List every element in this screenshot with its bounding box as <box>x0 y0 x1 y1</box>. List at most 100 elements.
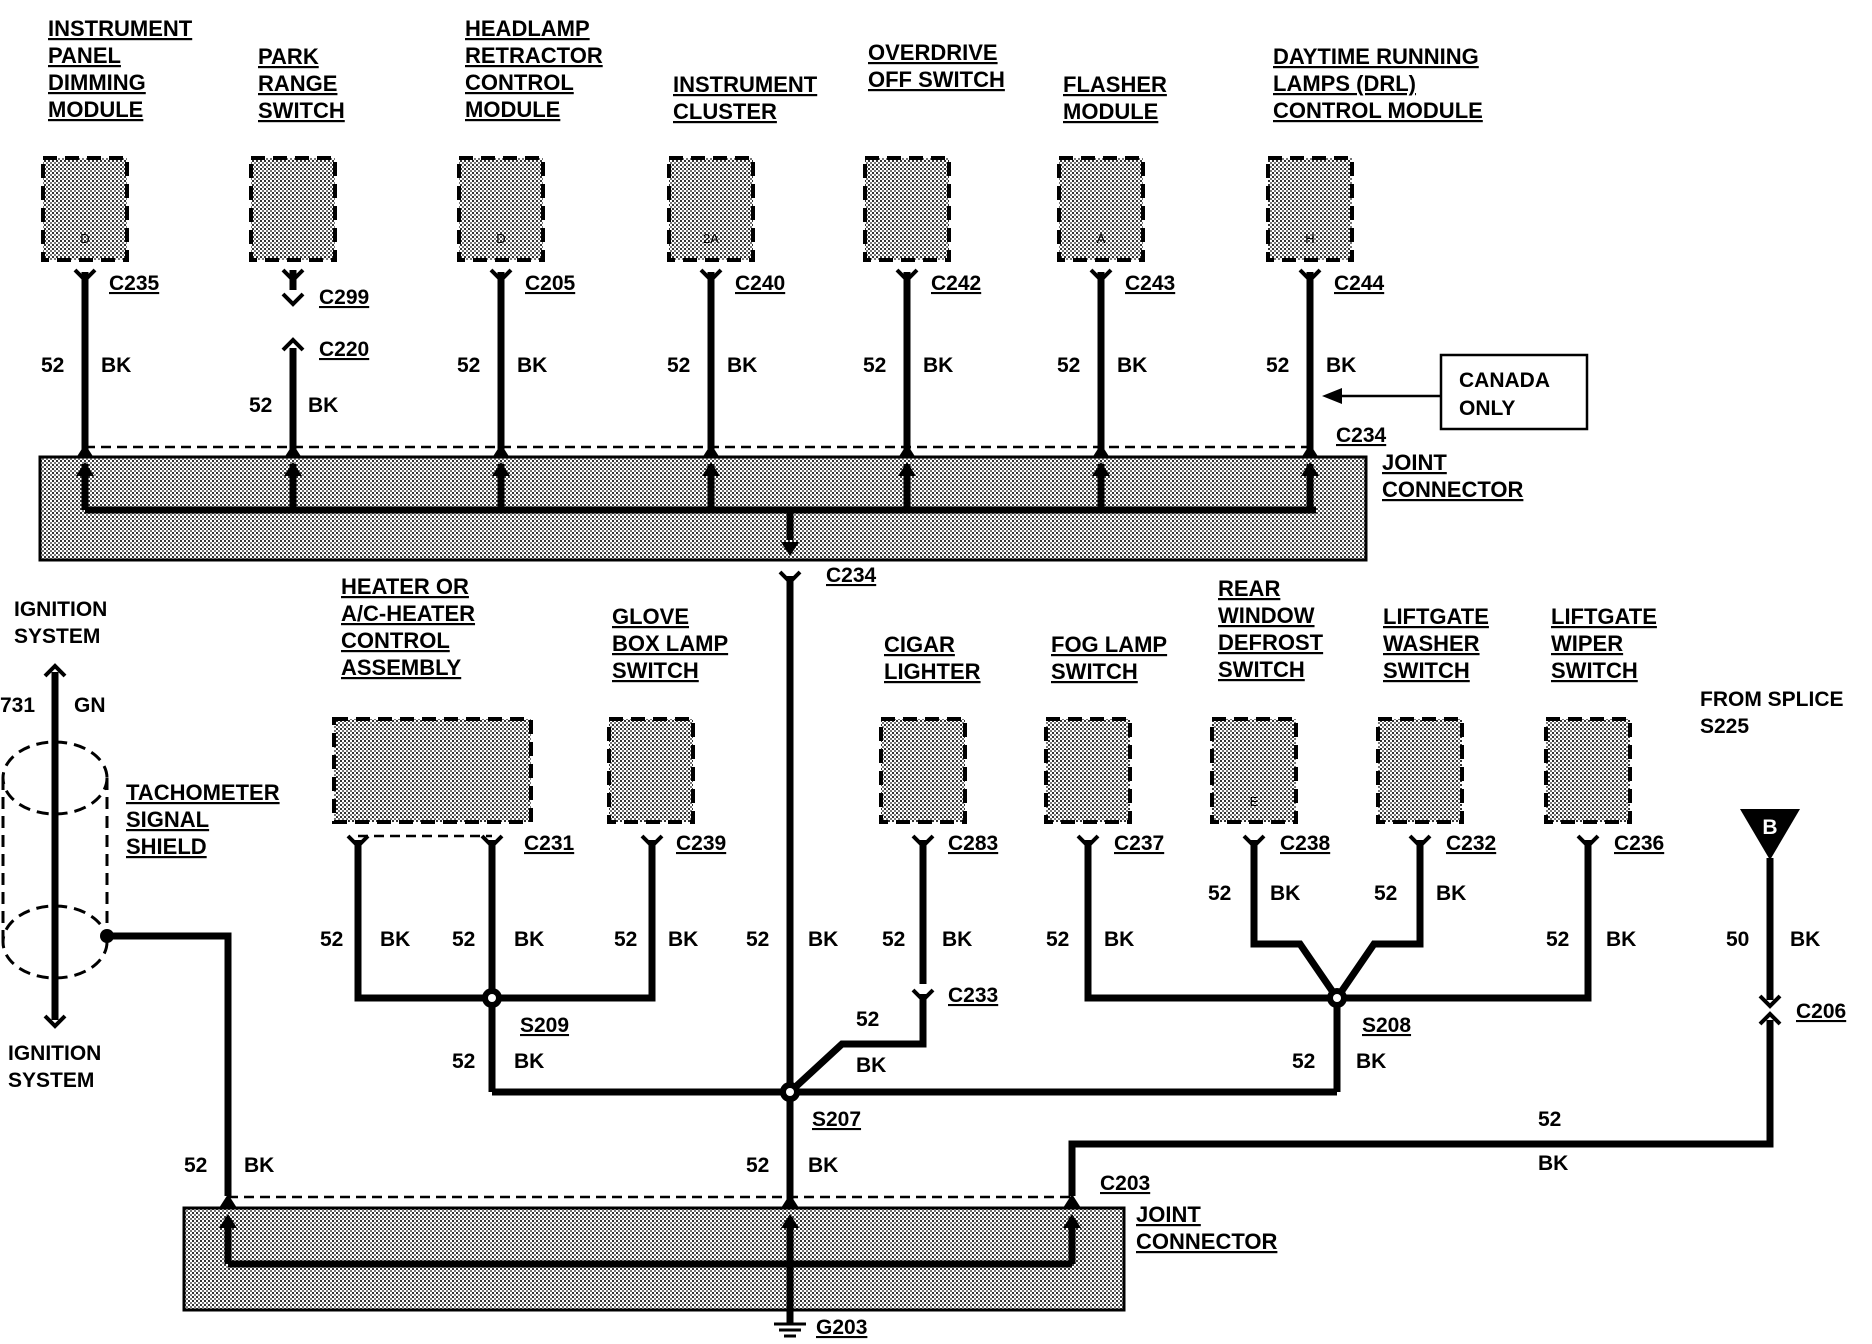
top-component-2-connector-b: C299 <box>319 286 369 309</box>
top-component-2-label-line-2: RANGE <box>258 71 337 96</box>
ignition-top-label-line-2: SYSTEM <box>14 625 100 648</box>
top-joint-connector-id: C234 <box>1336 424 1387 447</box>
bottom-component-1-box <box>332 717 533 824</box>
ignition-top-label-line-1: IGNITION <box>14 598 107 621</box>
splice-s208-color: BK <box>1356 1050 1386 1073</box>
bottom-joint-connector-body <box>182 1206 1126 1312</box>
from-splice-circuit: 50 <box>1726 928 1749 951</box>
splice-s209-color: BK <box>514 1050 544 1073</box>
bottom-component-5-label-line-4: SWITCH <box>1218 657 1305 682</box>
bottom-component-2-color: BK <box>668 928 698 951</box>
bottom-component-6-label-line-2: WASHER <box>1383 631 1480 656</box>
shield-color: BK <box>244 1154 274 1177</box>
top-component-6-pin: A <box>1097 231 1106 246</box>
bottom-component-4-circuit: 52 <box>1046 928 1069 951</box>
from-splice-marker <box>1740 809 1800 860</box>
bottom-component-6-box <box>1376 717 1464 824</box>
bottom-component-2-label-line-2: BOX LAMP <box>612 631 728 656</box>
bottom-joint-pin-arrow-3 <box>1063 1194 1081 1208</box>
bottom-joint-label-line-1: JOINT <box>1136 1202 1201 1227</box>
bottom-component-2-box <box>607 717 695 824</box>
top-component-4-connector: C240 <box>735 272 785 295</box>
shield-drain-wire <box>107 932 232 1196</box>
splice-s208-bus <box>1084 840 1592 1002</box>
top-component-5-label-line-2: OFF SWITCH <box>868 67 1005 92</box>
top-component-1-circuit: 52 <box>41 354 64 377</box>
top-component-4-label-line-1: INSTRUMENT <box>673 72 818 97</box>
from-splice-plug <box>1758 994 1782 1009</box>
splice-s207-dot-center <box>786 1088 794 1096</box>
top-component-7-circuit: 52 <box>1266 354 1289 377</box>
top-component-7-label-line-2: LAMPS (DRL) <box>1273 71 1416 96</box>
top-component-4-pin: 2A <box>703 231 719 246</box>
from-splice-run-color: BK <box>1538 1152 1568 1175</box>
bottom-component-4-box <box>1044 717 1132 824</box>
bottom-joint-pin-arrow-1 <box>219 1194 237 1208</box>
from-splice-cap <box>1758 1011 1782 1026</box>
canada-note-box <box>1439 353 1589 431</box>
bottom-component-1-circuit-a: 52 <box>320 928 343 951</box>
bottom-component-5-box <box>1210 717 1298 824</box>
bottom-component-7-circuit: 52 <box>1546 928 1569 951</box>
from-splice-color: BK <box>1790 928 1820 951</box>
bottom-component-4-label-line-1: FOG LAMP <box>1051 632 1167 657</box>
bottom-component-5-label-line-1: REAR <box>1218 576 1280 601</box>
bottom-joint-connector-id: C203 <box>1100 1172 1150 1195</box>
top-component-7-label-line-3: CONTROL MODULE <box>1273 98 1483 123</box>
top-component-4-label-line-2: CLUSTER <box>673 99 777 124</box>
top-component-7-box <box>1266 156 1354 262</box>
splice-s208-center <box>1333 994 1341 1002</box>
top-component-5-connector: C242 <box>931 272 981 295</box>
bottom-component-1-color-a: BK <box>380 928 410 951</box>
top-joint-pin-arrow-5 <box>898 444 916 458</box>
from-splice-wire-b <box>1068 1020 1774 1196</box>
top-component-3-color: BK <box>517 354 547 377</box>
bottom-component-7-label-line-1: LIFTGATE <box>1551 604 1657 629</box>
top-joint-pin-arrow-7 <box>1301 444 1319 458</box>
top-component-4-color: BK <box>727 354 757 377</box>
bottom-component-1-label-line-1: HEATER OR <box>341 574 469 599</box>
splice-s208-label: S208 <box>1362 1014 1411 1037</box>
ignition-color: GN <box>74 694 106 717</box>
bottom-component-5-color: BK <box>1270 882 1300 905</box>
bottom-component-2-circuit: 52 <box>614 928 637 951</box>
top-component-1-pin: D <box>80 231 89 246</box>
top-joint-riser-arrow-4 <box>702 462 720 476</box>
top-component-1-label-line-2: PANEL <box>48 43 121 68</box>
top-component-2-color: BK <box>308 394 338 417</box>
ignition-bottom-label-line-2: SYSTEM <box>8 1069 94 1092</box>
bottom-joint-riser-arrow-3 <box>1063 1214 1081 1228</box>
bottom-component-5-label-line-2: WINDOW <box>1218 603 1315 628</box>
splice-s208-circuit: 52 <box>1292 1050 1315 1073</box>
splice-s209-center <box>488 994 496 1002</box>
splice-s209-circuit: 52 <box>452 1050 475 1073</box>
top-component-2-connector-2: C220 <box>319 338 369 361</box>
top-joint-trunk-arrow <box>781 542 799 556</box>
top-joint-pin-arrow-4 <box>702 444 720 458</box>
trunk-color: BK <box>808 928 838 951</box>
top-component-4-box <box>667 156 755 262</box>
top-component-5-label-line-1: OVERDRIVE <box>868 40 998 65</box>
top-component-1-label-line-4: MODULE <box>48 97 143 122</box>
bottom-component-2-label-line-1: GLOVE <box>612 604 689 629</box>
top-component-2-circuit: 52 <box>249 394 272 417</box>
trunk-circuit: 52 <box>746 928 769 951</box>
bottom-component-1-circuit: 52 <box>452 928 475 951</box>
ignition-circuit: 731 <box>0 694 35 717</box>
bottom-component-6-wire <box>1334 840 1424 1000</box>
top-component-3-label-line-2: RETRACTOR <box>465 43 603 68</box>
top-component-7-pin: H <box>1305 231 1314 246</box>
bottom-component-1-loop <box>354 840 656 1002</box>
ignition-bottom-label-line-1: IGNITION <box>8 1042 101 1065</box>
bottom-component-3-box <box>879 717 967 824</box>
top-component-3-circuit: 52 <box>457 354 480 377</box>
top-component-6-color: BK <box>1117 354 1147 377</box>
top-joint-riser-arrow-6 <box>1092 462 1110 476</box>
bottom-component-3-color: BK <box>942 928 972 951</box>
ignition-end-bottom <box>43 1014 67 1029</box>
bottom-component-7-label-line-2: WIPER <box>1551 631 1623 656</box>
top-component-7-color: BK <box>1326 354 1356 377</box>
bottom-component-2-label-line-3: SWITCH <box>612 658 699 683</box>
top-component-2-box <box>249 156 337 262</box>
ignition-end-top <box>43 663 67 678</box>
